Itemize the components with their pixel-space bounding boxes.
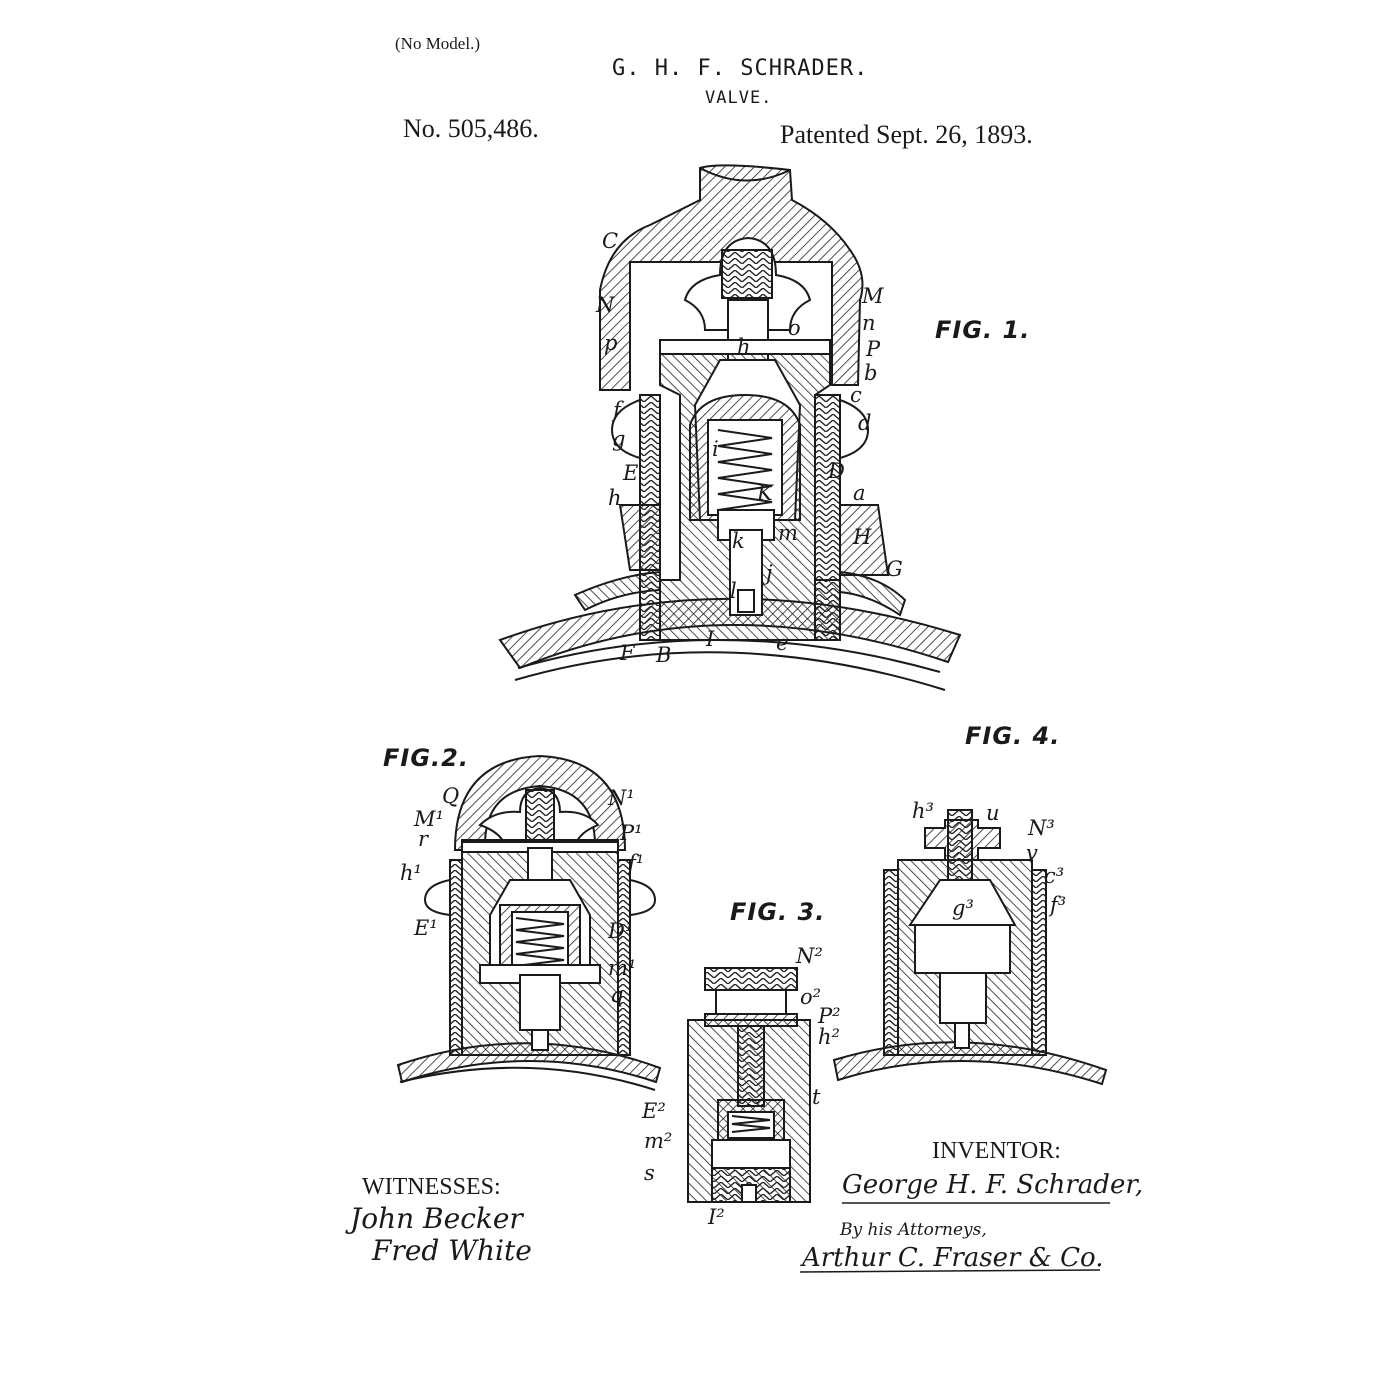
fig3-ref: I² [707,1205,725,1229]
fig3-ref: o² [800,985,821,1009]
witnesses-heading: WITNESSES: [362,1174,501,1200]
fig2-ref: h¹ [400,861,422,885]
fig3-ref: P² [817,1004,841,1028]
witness-signature: Fred White [372,1234,532,1267]
fig1-ref: M [861,284,884,308]
fig1-ref: d [858,411,871,435]
fig1-ref: P [865,337,881,361]
model-note: (No Model.) [395,34,480,53]
fig2-ref: N¹ [607,786,635,810]
fig1-ref: B [655,643,671,667]
fig3-reference-letters: N² o² P² h² E² t m² s I² [641,944,841,1229]
fig2-ref: E¹ [413,916,438,940]
fig1-ref: C [602,229,618,253]
patent-number: No. 505,486. [403,114,539,143]
fig4-ref: v [1026,841,1038,865]
fig2-ref: f¹ [626,851,644,875]
fig1-ref: a [853,481,866,505]
fig3-ref: s [644,1161,655,1185]
fig4-reference-letters: h³ u N³ v c³ g³ f³ [912,799,1066,920]
fig1-ref: l [730,579,737,603]
fig1-ref: H [852,525,872,549]
fig3-ref: m² [644,1129,672,1153]
fig3-ref: h² [818,1025,840,1049]
fig4-label: FIG. 4. [965,722,1061,750]
fig1-ref: k [732,529,745,553]
fig1-ref: I [705,627,715,651]
fig4-ref: f³ [1048,893,1066,917]
attorney-signature: Arthur C. Fraser & Co. [802,1243,1104,1273]
inventor-signature: George H. F. Schrader, [842,1170,1144,1200]
fig3-ref: E² [641,1099,666,1123]
fig1-label: FIG. 1. [935,316,1031,344]
fig1-drawing [498,164,962,691]
fig1-ref: p [604,331,617,355]
fig4-ref: g³ [952,896,974,920]
fig3-ref: t [812,1085,821,1109]
fig2-ref: Q [442,784,459,808]
fig3-ref: N² [795,944,823,968]
fig1-ref: h [608,486,622,510]
fig1-ref: j [762,561,773,585]
fig2-drawing [396,754,662,1091]
fig3-label: FIG. 3. [730,898,826,926]
fig4-ref: c³ [1044,864,1064,888]
fig3-drawing [687,967,811,1203]
fig1-ref: G [886,557,903,581]
fig4-ref: h³ [912,799,934,823]
fig1-ref: g [612,427,625,451]
attorney-by-line: By his Attorneys, [840,1220,987,1240]
patent-date: Patented Sept. 26, 1893. [780,120,1033,149]
invention-title: VALVE. [705,88,773,108]
fig1-ref: h [737,335,751,359]
fig1-ref: e [776,631,788,655]
fig1-ref: b [864,361,877,385]
fig1-ref: c [850,383,862,407]
fig2-ref: P¹ [619,821,643,845]
fig1-ref: F [619,641,636,665]
fig2-ref: m¹ [608,956,636,980]
fig4-ref: N³ [1027,816,1055,840]
fig2-ref: r [418,827,430,851]
fig1-ref: K [756,481,774,505]
fig1-ref: D [827,459,845,483]
fig1-ref: n [862,311,876,335]
fig2-label: FIG.2. [383,744,469,772]
fig1-ref: E [622,461,638,485]
inventor-heading: INVENTOR: [932,1138,1061,1164]
fig4-ref: u [986,801,1000,825]
fig1-ref: i [712,437,719,461]
fig2-reference-letters: Q N¹ M¹ r P¹ h¹ f¹ E¹ D¹ m¹ q [400,784,644,1007]
fig1-ref: m [778,521,798,545]
fig4-drawing [832,809,1108,1086]
fig2-ref: q [610,983,623,1007]
fig1-ref: o [788,316,801,340]
fig1-ref: f [611,398,624,422]
fig1-ref: N [595,293,615,317]
inventor-name: G. H. F. SCHRADER. [612,56,869,81]
fig2-ref: D¹ [607,919,633,943]
fig2-ref: M¹ [413,807,444,831]
witness-signature: John Becker [350,1202,523,1235]
fig1-reference-letters: C N M n o p h P b c f d g i E D h K a m … [595,229,903,667]
